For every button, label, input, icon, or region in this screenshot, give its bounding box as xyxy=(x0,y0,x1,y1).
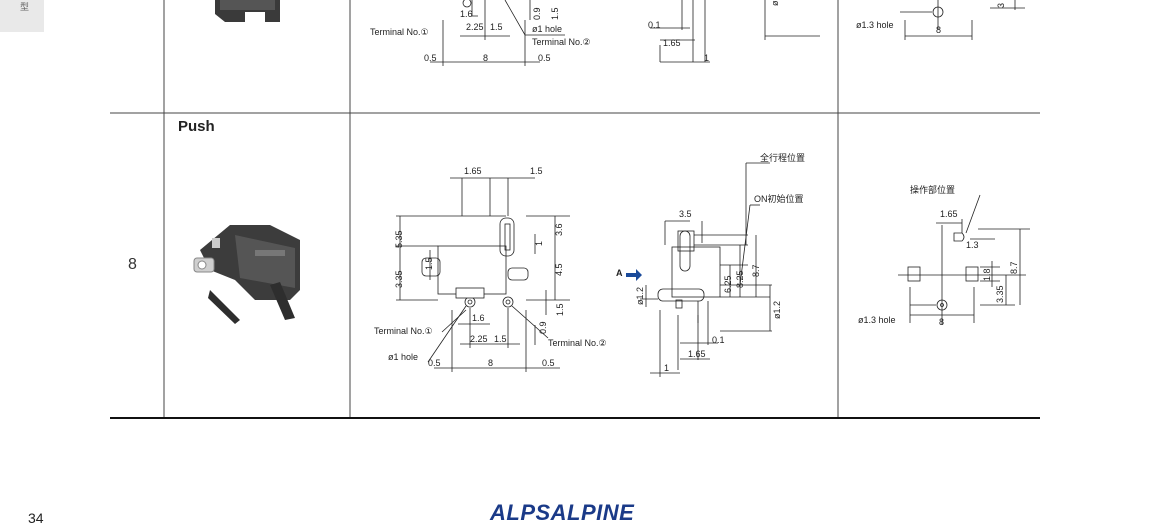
row-number: 8 xyxy=(128,256,137,273)
bottom-view-drawing: 操作部位置 1.65 1.3 1.8 3.35 8.7 8 ø1.3 hole xyxy=(858,184,1030,327)
front-dim-05-right: 0.5 xyxy=(542,358,555,368)
side-view-drawing: 全行程位置 ON初始位置 A 3.5 6.25 8.25 8.7 ø1.2 ø1… xyxy=(616,152,805,377)
top-dim-15: 1.5 xyxy=(490,22,503,32)
top-product-photo xyxy=(215,0,280,22)
front-dim-15-left: 1.5 xyxy=(424,257,434,270)
top-side-dim-1: 1 xyxy=(704,53,709,63)
brand-logo: ALPSALPINE xyxy=(490,500,635,525)
side-dim-165: 1.65 xyxy=(688,349,706,359)
side-dim-01: 0.1 xyxy=(712,335,725,345)
side-dim-1: 1 xyxy=(664,363,669,373)
top-dim-09: 0.9 xyxy=(532,7,542,20)
top-dim-8: 8 xyxy=(483,53,488,63)
top-dim-15b: 1.5 xyxy=(550,7,560,20)
front-dim-225: 2.25 xyxy=(470,334,488,344)
actuator-position-label: 操作部位置 xyxy=(910,184,955,195)
front-dim-15-bottom: 1.5 xyxy=(494,334,507,344)
bottom-dim-8: 8 xyxy=(939,317,944,327)
front-dim-45: 4.5 xyxy=(554,263,564,276)
front-view-drawing: 1.65 1.5 5.35 3.35 1.5 1 3.6 4.5 1.5 0.9… xyxy=(374,166,607,372)
bottom-dim-87: 8.7 xyxy=(1009,261,1019,274)
front-dim-15-right: 1.5 xyxy=(555,303,565,316)
front-dim-165: 1.65 xyxy=(464,166,482,176)
arrow-a-icon xyxy=(626,269,642,281)
top-dim-16: 1.6 xyxy=(460,9,473,19)
arrow-a-label: A xyxy=(616,268,623,278)
side-dim-825: 8.25 xyxy=(735,270,745,288)
front-hole-label: ø1 hole xyxy=(388,352,418,362)
front-dim-8: 8 xyxy=(488,358,493,368)
side-index-label: 型 xyxy=(20,2,30,12)
top-side-dim-165: 1.65 xyxy=(663,38,681,48)
bottom-dim-13: 1.3 xyxy=(966,240,979,250)
side-index-tab: 型 xyxy=(0,0,44,32)
front-dim-05-left: 0.5 xyxy=(428,358,441,368)
front-terminal2-label: Terminal No.② xyxy=(548,338,607,348)
side-dim-625: 6.25 xyxy=(723,275,733,293)
top-bottom-dim-8: 8 xyxy=(936,25,941,35)
product-photo-push xyxy=(193,225,300,324)
side-dim-87: 8.7 xyxy=(751,264,761,277)
front-dim-36: 3.6 xyxy=(554,223,564,236)
side-dim-phi12-left: ø1.2 xyxy=(635,287,645,305)
top-terminal2-label: Terminal No.② xyxy=(532,37,591,47)
front-dim-16: 1.6 xyxy=(472,313,485,323)
top-side-dim-phi: ø xyxy=(770,0,780,6)
top-dim-05a: 0.5 xyxy=(424,53,437,63)
front-dim-09: 0.9 xyxy=(538,321,548,334)
top-row-drawings: Terminal No.① 2.25 1.5 1.6 0.9 1.5 ø1 ho… xyxy=(370,0,820,66)
bottom-hole-label: ø1.3 hole xyxy=(858,315,896,325)
row-title: Push xyxy=(178,118,215,135)
on-start-label: ON初始位置 xyxy=(754,193,804,204)
full-travel-label: 全行程位置 xyxy=(760,152,805,163)
top-terminal1-label: Terminal No.① xyxy=(370,27,429,37)
side-dim-35: 3.5 xyxy=(679,209,692,219)
top-bottom-dim-3: 3 xyxy=(996,3,1006,8)
top-hole-label: ø1 hole xyxy=(532,24,562,34)
top-bottom-view: ø1.3 hole 8 3 xyxy=(856,0,1025,40)
front-dim-535: 5.35 xyxy=(394,230,404,248)
side-dim-phi12-right: ø1.2 xyxy=(772,301,782,319)
front-dim-1: 1 xyxy=(534,241,544,246)
bottom-dim-165: 1.65 xyxy=(940,209,958,219)
top-side-dim-01: 0.1 xyxy=(648,20,661,30)
bottom-dim-18: 1.8 xyxy=(982,268,992,281)
top-dim-05b: 0.5 xyxy=(538,53,551,63)
front-terminal1-label: Terminal No.① xyxy=(374,326,433,336)
page-number: 34 xyxy=(28,510,44,526)
top-dim-225: 2.25 xyxy=(466,22,484,32)
top-bottom-hole-label: ø1.3 hole xyxy=(856,20,894,30)
bottom-dim-335: 3.35 xyxy=(995,285,1005,303)
front-dim-15-top: 1.5 xyxy=(530,166,543,176)
front-dim-335: 3.35 xyxy=(394,270,404,288)
